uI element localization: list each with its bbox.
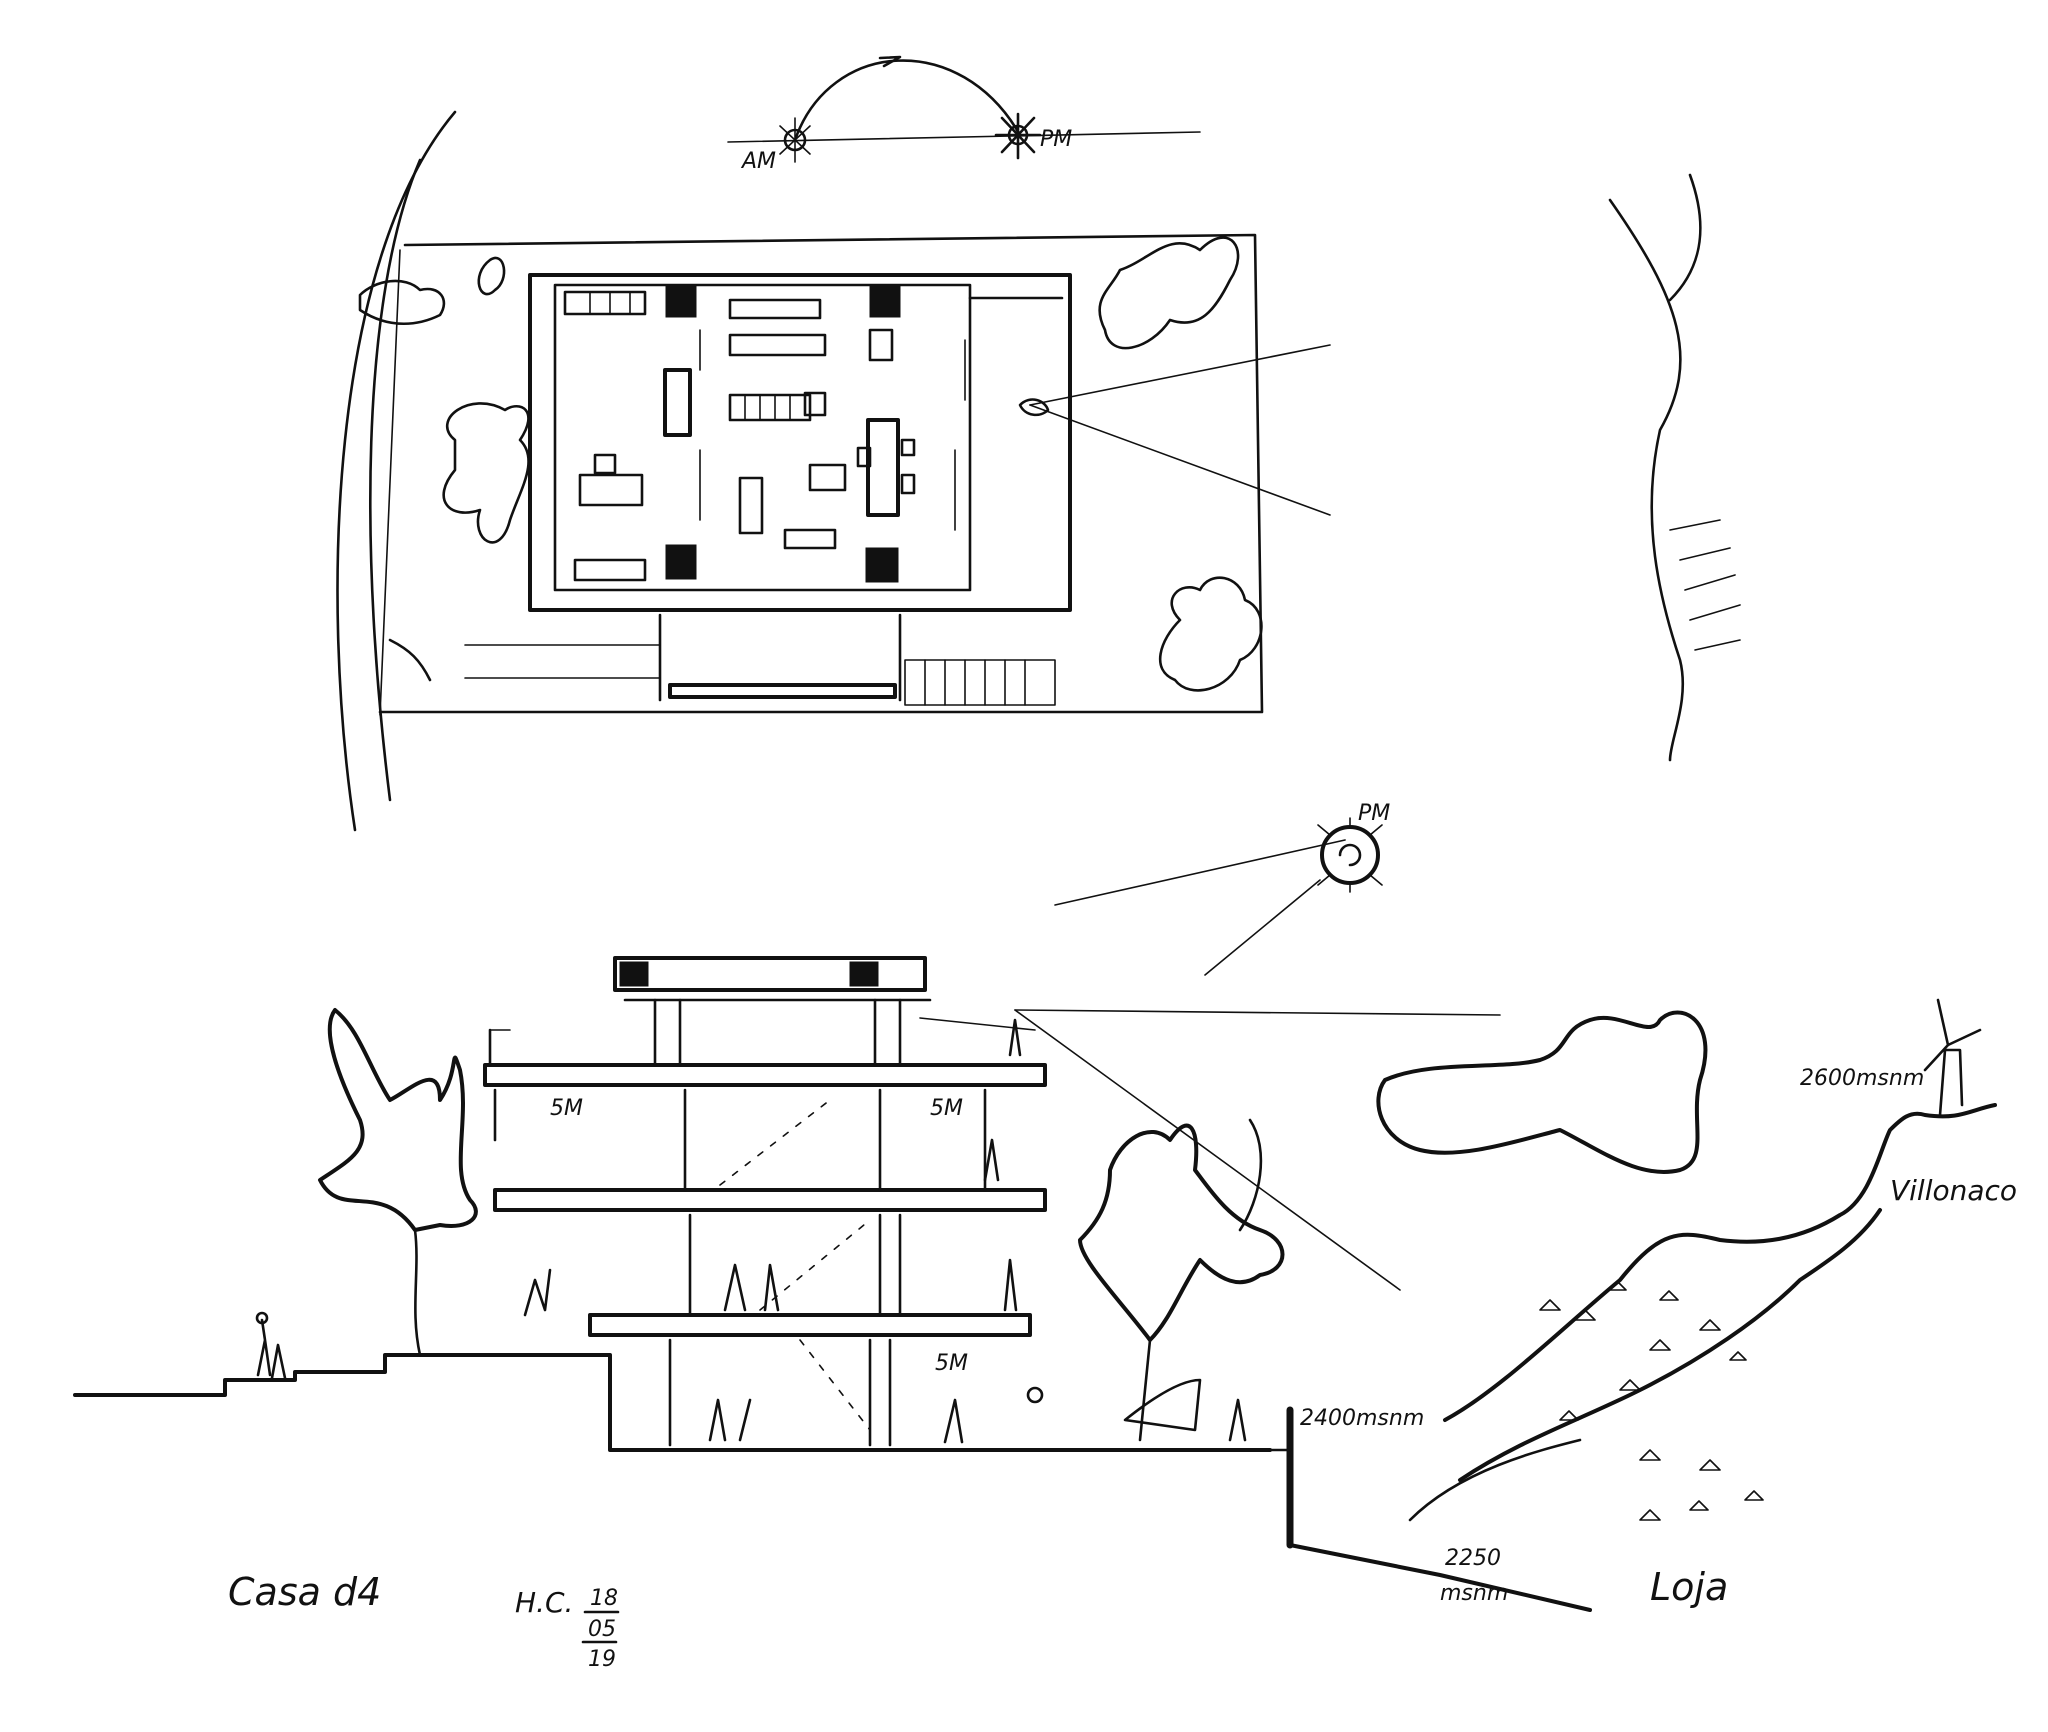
plan-tree [442,402,530,544]
sun-pm-icon [994,112,1042,160]
hill-ridge [1443,1103,1997,1422]
plan-tree [1158,576,1263,692]
city-name-label: Loja [1650,1565,1728,1609]
contour-sketch [1608,173,1741,762]
section-tree-left [318,1008,478,1232]
people-figures [255,1018,1247,1444]
sun-am-label: AM [740,149,776,174]
date-year: 19 [588,1647,616,1672]
sun-pm-section-icon [1317,817,1383,893]
section-tree-right [1078,1123,1285,1342]
level-label-upper-right: 5M [930,1096,963,1121]
lower-elevation-unit: msnm [1440,1581,1508,1606]
hill-elevation-label: 2600msnm [1800,1066,1924,1091]
sun-am-icon [779,117,811,163]
author-initials: H.C. [515,1586,573,1619]
road-curve [336,110,457,832]
ground-elevation-label: 2400msnm [1300,1406,1424,1431]
building-section: 5M 5M 5M 2400msnm [73,956,1708,1612]
roof-pavilion [613,956,927,992]
column [869,284,901,318]
hill-name-label: Villonaco [1890,1174,2017,1207]
column [665,544,697,580]
column [665,284,697,318]
sun-path-diagram: AM PM [727,55,1201,174]
date-month: 05 [588,1617,616,1642]
house-plan-outline [528,273,1072,612]
site-plan [336,110,1331,832]
slab-lower [588,1313,1032,1337]
lower-elevation-value: 2250 [1445,1546,1501,1571]
sun-pm-label: PM [1040,127,1072,152]
landscape-loja: 2600msnm Villonaco 2250 msnm Loja [1408,998,2017,1609]
cloud-tree [1376,1010,1708,1174]
project-title: Casa d4 [228,1570,381,1614]
level-label-upper: 5M [550,1096,583,1121]
plan-tree [1098,236,1240,350]
date-day: 18 [590,1586,618,1611]
windmill-icon [1923,998,1982,1117]
lot-boundary [378,233,1264,714]
plan-tree [358,279,446,326]
level-label-lower: 5M [935,1351,968,1376]
caption: Casa d4 H.C. 18 05 19 [228,1570,620,1672]
sun-pm-section-label: PM [1358,801,1390,826]
column [865,547,899,583]
slab-middle [493,1188,1047,1212]
slab-upper [483,1063,1047,1087]
ground-line [73,1353,1272,1452]
section-sun: PM [1054,801,1390,976]
